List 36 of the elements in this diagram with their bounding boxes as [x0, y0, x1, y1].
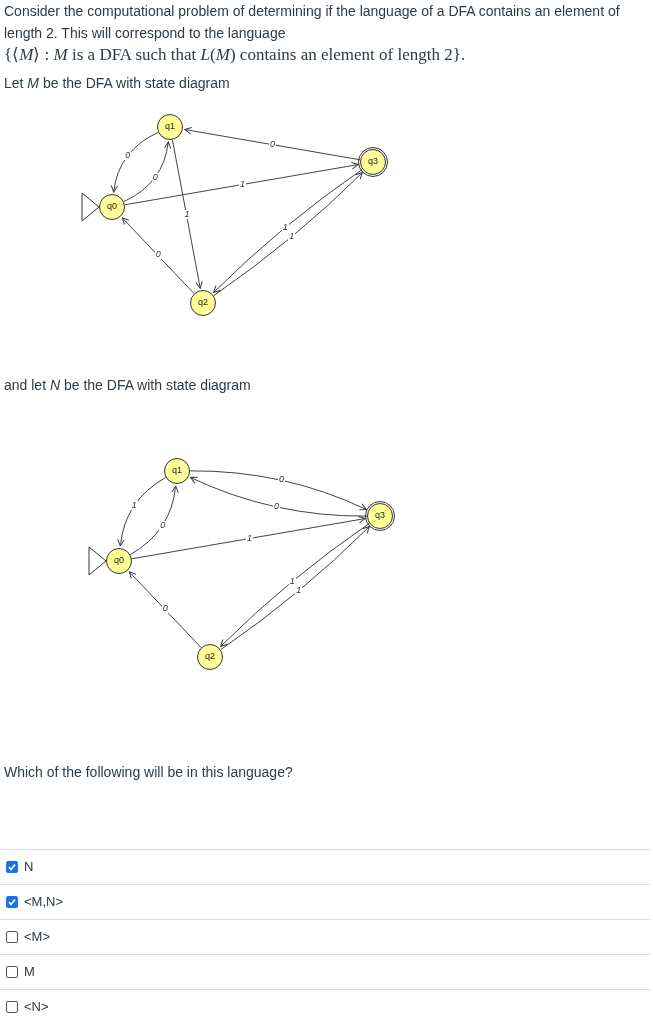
- edge-label: 1: [288, 232, 296, 242]
- transition-arrow: [128, 571, 202, 649]
- edge-label: 1: [246, 533, 253, 543]
- question-text: Let M be the DFA with state diagram: [4, 74, 230, 93]
- transition-arrow: [121, 217, 195, 295]
- question-text: Which of the following will be in this language?: [4, 763, 293, 782]
- transition-arrow: [111, 131, 159, 193]
- edge-label: 0: [277, 475, 285, 485]
- question-text: Consider the computational problem of determining if the language of a DFA contains an element of length 2. This will correspond to the language: [4, 3, 620, 41]
- option-text: M: [24, 963, 35, 982]
- edge-label: 0: [151, 172, 159, 182]
- edge-label: 0: [273, 501, 281, 511]
- transition-arrow: [190, 476, 368, 517]
- edge-label: 1: [295, 586, 303, 596]
- option-text: <M>: [24, 928, 50, 947]
- edge-label: 0: [269, 139, 276, 149]
- edge-label: 1: [130, 501, 138, 511]
- transition-arrow: [131, 516, 366, 560]
- edge-label: 0: [161, 604, 169, 614]
- option-text: <M,N>: [24, 893, 63, 912]
- edge-label: 1: [183, 209, 191, 219]
- transition-arrow: [171, 139, 203, 289]
- math-expression: {⟨M⟩ : M is a DFA such that L(M) contains an element of length 2}.: [4, 44, 466, 66]
- edge-label: 0: [159, 520, 167, 530]
- transition-arrow: [189, 470, 367, 511]
- edge-label: 1: [288, 576, 296, 586]
- edge-label: 1: [281, 222, 289, 232]
- transition-arrow: [123, 141, 171, 203]
- option-text: N: [24, 858, 34, 877]
- question-text: and let N be the DFA with state diagram: [4, 376, 251, 395]
- transition-arrow: [124, 162, 359, 206]
- transition-arrow: [184, 127, 361, 161]
- edge-label: 1: [239, 179, 246, 189]
- option-text: <N>: [24, 998, 49, 1017]
- edge-label: 0: [154, 250, 162, 260]
- edge-label: 0: [124, 151, 132, 161]
